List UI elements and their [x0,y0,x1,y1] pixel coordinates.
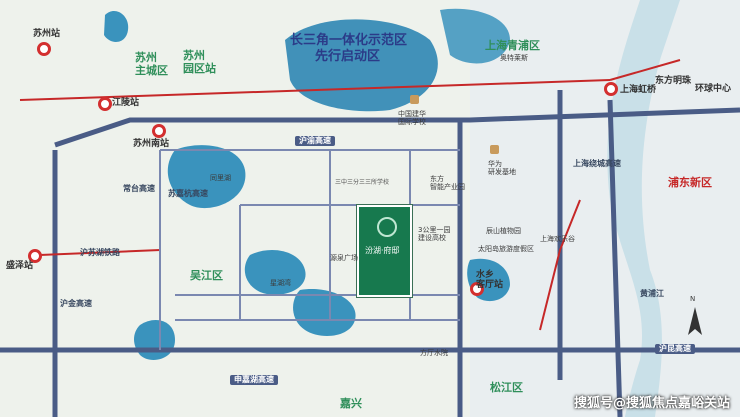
station-shengze: 盛泽站 [6,261,34,271]
project-logo-icon [377,217,397,237]
poi-huawei-icon [490,145,499,154]
poi-zhongjian: 中国建华 国际学校 [398,110,426,127]
compass-icon [688,307,702,335]
zone-title-line1: 长三角一体化示范区 [290,33,408,48]
lake-taihu [285,19,438,112]
station-suzhou: 苏州站 [33,29,61,39]
road-jiahu: 申嘉湖高速 [230,375,278,385]
poi-aidi: 奥特莱斯 [500,54,528,62]
station-xuanqiao: 东方明珠 [655,76,692,86]
district-songjiang: 松江区 [490,381,523,394]
station-hongqiao: 上海虹桥 [620,85,657,95]
poi-taiyang: 太阳岛旅游度假区 [478,245,534,253]
district-pudong: 浦东新区 [668,176,712,189]
compass-label: N [690,295,696,303]
station-pin-hongqiao[interactable] [604,82,618,96]
project-label: 汾湖·府邸 [365,246,400,255]
district-shanghai-qingpu: 上海青浦区 [485,39,540,52]
river-huangpu: 黄浦江 [640,289,664,298]
road-hujin: 沪金高速 [60,299,92,308]
district-suzhou-main: 苏州 主城区 [135,51,168,77]
lake-yuandang [244,250,306,295]
watermark: 搜狐号@搜狐焦点嘉峪关站 [573,396,730,411]
poi-chensha: 辰山植物园 [486,227,521,235]
road-shanghai-ring: 上海绕城高速 [573,159,621,168]
road-sujia: 苏嘉杭高速 [168,189,208,198]
poi-dongfang: 东方 智能产业园 [430,175,465,192]
station-lujiazui: 环球中心 [695,84,732,94]
district-jiaxing: 嘉兴 [340,397,362,410]
station-shuixiang: 水乡 客厅站 [476,270,504,291]
zone-title-line2: 先行启动区 [315,49,381,64]
poi-yuanjin: 源泉广场 [330,254,358,262]
station-jiangling: 江陵站 [112,98,140,108]
station-pin-shuixiang[interactable] [470,282,484,296]
district-suzhou-garden: 苏州 园区站 [183,49,216,75]
poi-jiuzhou: 3公里一园 建设高校 [418,226,451,243]
huangpu-river [607,0,680,417]
road-hukun: 沪昆高速 [655,344,695,354]
lake-dianshan [167,145,246,209]
station-pin-suzhounan[interactable] [152,124,166,138]
lake-top-left [104,10,129,42]
station-pin-jiangling[interactable] [98,97,112,111]
poi-chongqing: 三中三分三三所学校 [335,179,390,186]
station-suzhounan: 苏州南站 [133,139,170,149]
station-pin-shengze[interactable] [28,249,42,263]
rail-hunan: 沪苏湖铁路 [80,248,120,257]
road-huchang: 常台高速 [123,184,155,193]
poi-tongli: 同里湖 [210,174,231,182]
lake-river-top [440,8,510,64]
poi-huawei: 华为 研发基地 [488,160,516,177]
lake-left [134,320,175,360]
poi-liu: 方厅水院 [420,349,448,357]
district-wujiang: 吴江区 [190,269,223,282]
project-marker[interactable]: 汾湖·府邸 [357,205,412,297]
station-pin-suzhou[interactable] [37,42,51,56]
poi-school-icon [410,95,419,104]
road-huyu: 沪渝高速 [295,136,335,146]
poi-xingze: 星湖湾 [270,279,291,287]
poi-shanghai-amuse: 上海欢乐谷 [540,235,575,243]
lake-south [293,289,356,336]
